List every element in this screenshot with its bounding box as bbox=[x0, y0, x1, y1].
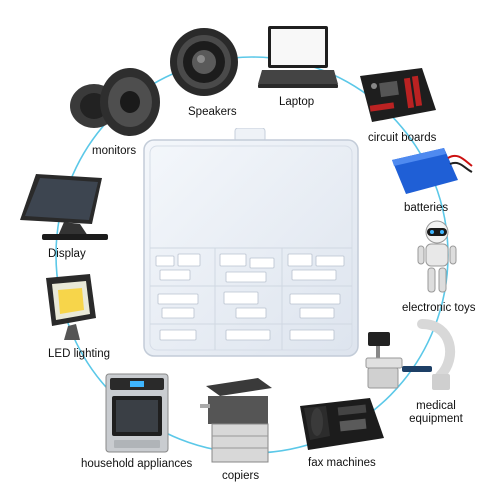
label-fax-machines: fax machines bbox=[308, 457, 376, 469]
label-laptop: Laptop bbox=[279, 96, 315, 108]
display-image bbox=[18, 168, 110, 244]
woofer-image bbox=[66, 64, 162, 142]
label-display: Display bbox=[48, 248, 86, 260]
label-medical-equipment: medical equipment bbox=[409, 400, 463, 425]
connector-kit-box bbox=[140, 127, 365, 360]
label-speakers: Speakers bbox=[188, 106, 237, 118]
label-monitors: monitors bbox=[92, 145, 137, 157]
medical-equipment-image bbox=[362, 318, 462, 394]
label-electronic-toys: electronic toys bbox=[402, 302, 476, 314]
battery-image bbox=[388, 146, 474, 196]
fax-machine-image bbox=[290, 392, 388, 452]
circuit-board-image bbox=[352, 66, 438, 124]
label-batteries: batteries bbox=[404, 202, 449, 214]
robot-toy-image bbox=[412, 220, 462, 296]
led-light-image bbox=[40, 272, 104, 344]
speaker-image bbox=[168, 26, 240, 98]
laptop-image bbox=[258, 24, 338, 90]
oven-image bbox=[104, 372, 170, 454]
label-copiers: copiers bbox=[222, 470, 260, 482]
label-circuit-boards: circuit boards bbox=[368, 132, 437, 144]
label-household-appliances: household appliances bbox=[81, 458, 193, 470]
label-led-lighting: LED lighting bbox=[48, 348, 111, 360]
copier-image bbox=[200, 374, 276, 466]
